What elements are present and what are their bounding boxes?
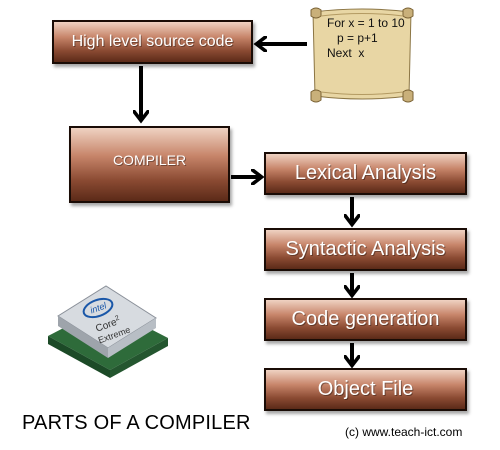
cpu-model-sup: 2 [114, 315, 120, 323]
code-line: Next x [327, 46, 365, 60]
scroll-code-text: For x = 1 to 10 p = p+1 Next x [327, 16, 405, 61]
stage-label: Code generation [291, 308, 440, 330]
copyright-notice: (c) www.teach-ict.com [345, 425, 463, 439]
stage-code-generation: Code generation [264, 298, 467, 341]
diagram-caption: PARTS OF A COMPILER [22, 412, 251, 434]
code-line: p = p+1 [327, 31, 378, 45]
stage-object-file: Object File [264, 368, 467, 411]
source-code-label: High level source code [71, 33, 234, 50]
stage-label: Object File [317, 378, 414, 400]
stage-label: Lexical Analysis [294, 162, 437, 184]
source-code-box: High level source code [52, 20, 253, 64]
stage-syntactic-analysis: Syntactic Analysis [264, 228, 467, 271]
compiler-label: COMPILER [112, 152, 187, 168]
cpu-chip-image: intel Core2 Extreme [40, 278, 175, 383]
scroll-shape [310, 7, 414, 103]
stage-lexical-analysis: Lexical Analysis [264, 152, 467, 195]
cpu-icon: intel Core2 Extreme [48, 285, 168, 378]
code-line: For x = 1 to 10 [327, 16, 405, 30]
code-scroll: For x = 1 to 10 p = p+1 Next x [307, 6, 417, 106]
compiler-box: COMPILER [69, 126, 230, 203]
stage-label: Syntactic Analysis [285, 238, 446, 260]
